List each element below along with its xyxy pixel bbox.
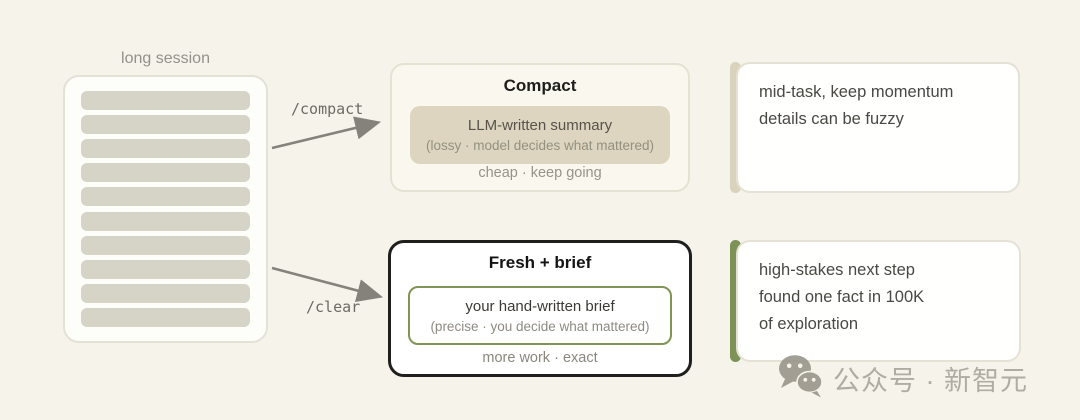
session-line (81, 163, 250, 183)
clear-command-label: /clear (306, 298, 361, 316)
fresh-box-footer: more work · exact (482, 350, 598, 366)
session-line (81, 91, 250, 110)
watermark: 公众号 · 新智元 (776, 353, 1028, 404)
note-line: mid-task, keep momentum (759, 83, 954, 101)
session-line (81, 115, 250, 135)
session-label: long session (121, 50, 210, 67)
compact-box: Compact LLM-written summary (lossy · mod… (390, 63, 690, 192)
session-line (81, 139, 250, 159)
session-line (81, 187, 250, 207)
clear-note-body: high-stakes next step found one fact in … (736, 240, 1021, 362)
fresh-box-title: Fresh + brief (488, 253, 592, 272)
fresh-brief-subtext: (precise · you decide what mattered) (430, 318, 650, 334)
session-line (81, 211, 250, 231)
watermark-text: 公众号 · 新智元 (833, 366, 1028, 396)
session-line (81, 235, 250, 255)
note-line: of exploration (759, 315, 859, 333)
compact-box-title: Compact (503, 76, 577, 95)
note-line: high-stakes next step (759, 261, 915, 279)
fresh-brief-box: Fresh + brief your hand-written brief (p… (388, 240, 692, 377)
compact-summary-text: LLM-written summary (467, 117, 613, 134)
fresh-brief-chip: your hand-written brief (precise · you d… (408, 286, 672, 345)
compact-box-footer: cheap · keep going (478, 165, 602, 181)
wechat-icon (776, 353, 826, 404)
session-line (81, 259, 250, 279)
fresh-brief-text: your hand-written brief (465, 297, 615, 315)
compact-arrow (271, 116, 382, 150)
long-session-card (63, 75, 268, 343)
compact-note-body: mid-task, keep momentum details can be f… (736, 62, 1020, 193)
clear-arrow (271, 266, 384, 302)
compact-summary-subtext: (lossy · model decides what mattered) (425, 138, 655, 153)
session-line (81, 307, 250, 327)
clear-note-card: high-stakes next step found one fact in … (730, 240, 1021, 362)
note-line: found one fact in 100K (759, 288, 925, 306)
clear-note-accent (730, 240, 741, 362)
compact-summary-chip: LLM-written summary (lossy · model decid… (410, 106, 670, 164)
compact-note-card: mid-task, keep momentum details can be f… (730, 62, 1020, 193)
note-line: details can be fuzzy (759, 110, 904, 128)
compact-note-accent (730, 62, 741, 193)
compact-command-label: /compact (291, 100, 364, 118)
session-line (81, 283, 250, 303)
